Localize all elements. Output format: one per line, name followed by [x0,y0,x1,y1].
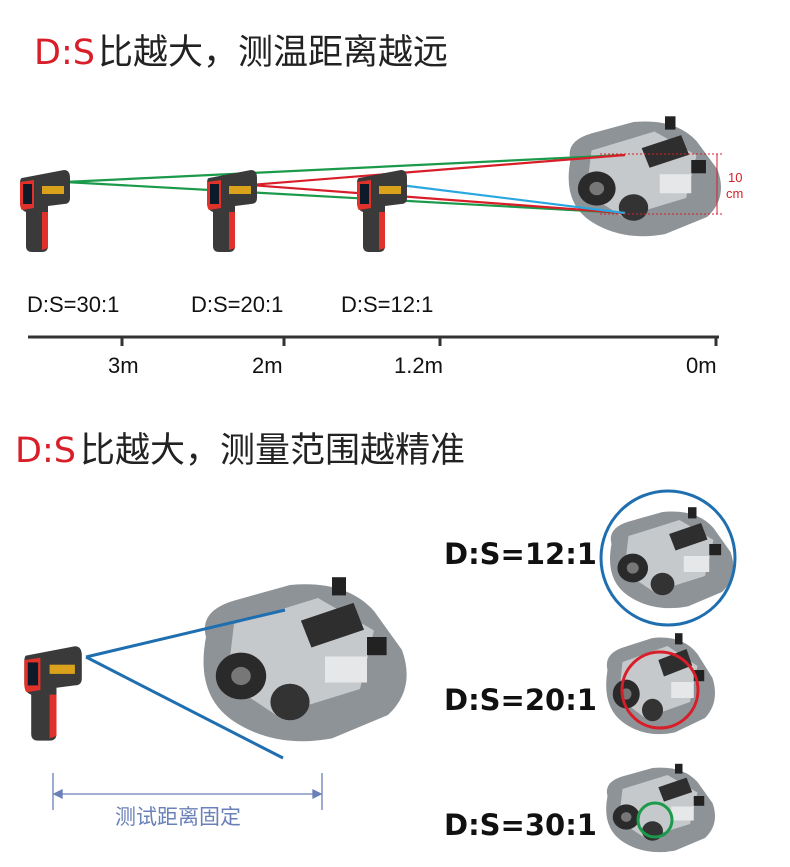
ratio-label: D:S=12:1 [341,292,433,317]
section1-title: 比越大，测温距离越远 [98,33,448,73]
spot-circle-blue [599,489,737,627]
spot-size-value: 10 [728,170,742,185]
spot-size-indicator: 10 cm [600,153,743,215]
engine-thumb-12-1 [609,507,734,609]
spot-circle-green [636,801,674,839]
ratio-label: D:S=20:1 [191,292,283,317]
distance-tick-label: 0m [686,353,717,378]
distance-tick-label: 1.2m [394,353,443,378]
ratio-label: D:S=30:1 [27,292,119,317]
engine-thumb-30-1 [606,763,715,853]
section2-title-prefix: D:S [15,431,76,471]
section1-title-prefix: D:S [34,33,95,73]
spot-size-unit: cm [726,186,743,201]
fixed-distance-label: 测试距离固定 [115,805,241,829]
engine-image-top [568,116,721,237]
fixed-distance-dimension [52,773,323,810]
spot-circle-red [620,650,700,730]
thermometer-12-1 [357,170,407,252]
thermometer-20-1 [207,170,257,252]
measurement-beams [64,153,626,215]
section2-title: 比越大，测量范围越精准 [80,431,465,471]
thermometer-large [24,646,82,741]
ratio-label-30-1: D:S=30:1 [444,808,597,842]
ratio-label-20-1: D:S=20:1 [444,683,597,717]
distance-tick-label: 2m [252,353,283,378]
ratio-label-12-1: D:S=12:1 [444,537,597,571]
thermometer-30-1 [20,170,70,252]
distance-tick-label: 3m [108,353,139,378]
engine-image-large [203,577,407,742]
measurement-cone [85,608,286,760]
distance-ruler [28,335,719,346]
